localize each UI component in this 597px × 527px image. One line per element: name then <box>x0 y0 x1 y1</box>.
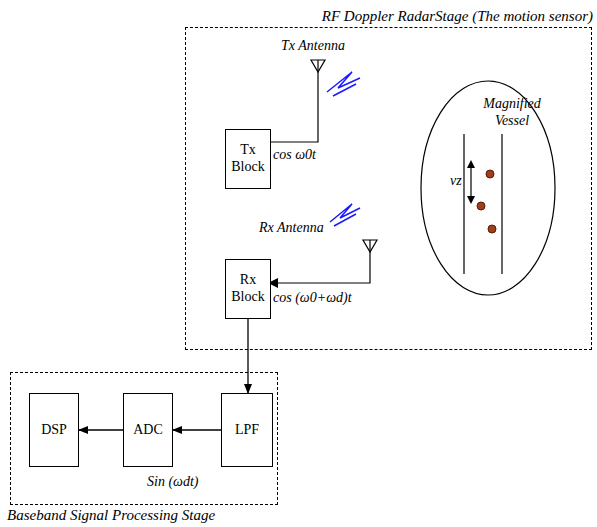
vessel-wall <box>463 134 464 274</box>
process-box: DSP <box>29 393 79 467</box>
signal-label: Sin (ωdt) <box>146 474 200 490</box>
region-panel: RF Doppler RadarStage (The motion sensor… <box>185 27 592 350</box>
velocity-arrowhead <box>467 160 475 168</box>
box-label: ADC <box>133 422 163 439</box>
region-panel: Baseband Signal Processing StageDSPADCLP… <box>10 372 278 505</box>
arrow-connector <box>79 429 123 430</box>
tx-wire <box>268 60 318 142</box>
box-label: Tx Block <box>228 142 268 176</box>
arrow-connector <box>173 429 221 430</box>
box-label: LPF <box>235 422 259 439</box>
process-box: ADC <box>123 393 173 467</box>
process-box: Tx Block <box>225 129 271 189</box>
velocity-arrow <box>470 166 471 198</box>
process-box: LPF <box>221 393 273 467</box>
region-title: RF Doppler RadarStage (The motion sensor… <box>322 8 593 25</box>
velocity-label: vz <box>449 173 463 189</box>
region-title: Baseband Signal Processing Stage <box>7 507 215 524</box>
antenna-label: Tx Antenna <box>280 38 346 54</box>
blood-cell <box>488 225 496 233</box>
vessel-ellipse: Magnified Vessel <box>420 80 556 296</box>
signal-label: cos ω0t <box>272 147 317 163</box>
antenna-label: Rx Antenna <box>258 220 325 236</box>
ellipse-outline <box>420 80 556 296</box>
rx-wire <box>276 240 370 283</box>
tx-wave <box>327 72 360 96</box>
box-label: DSP <box>41 422 67 439</box>
vessel-wall <box>501 134 502 274</box>
box-label: Rx Block <box>228 272 268 306</box>
process-box: Rx Block <box>225 259 271 319</box>
signal-label: cos (ω0+ωd)t <box>272 290 353 306</box>
vessel-label: Magnified Vessel <box>472 96 552 130</box>
velocity-arrowhead <box>467 196 475 204</box>
blood-cell <box>486 170 494 178</box>
blood-cell <box>477 202 485 210</box>
rx-wave <box>330 204 360 226</box>
arrow-connector <box>247 319 248 393</box>
